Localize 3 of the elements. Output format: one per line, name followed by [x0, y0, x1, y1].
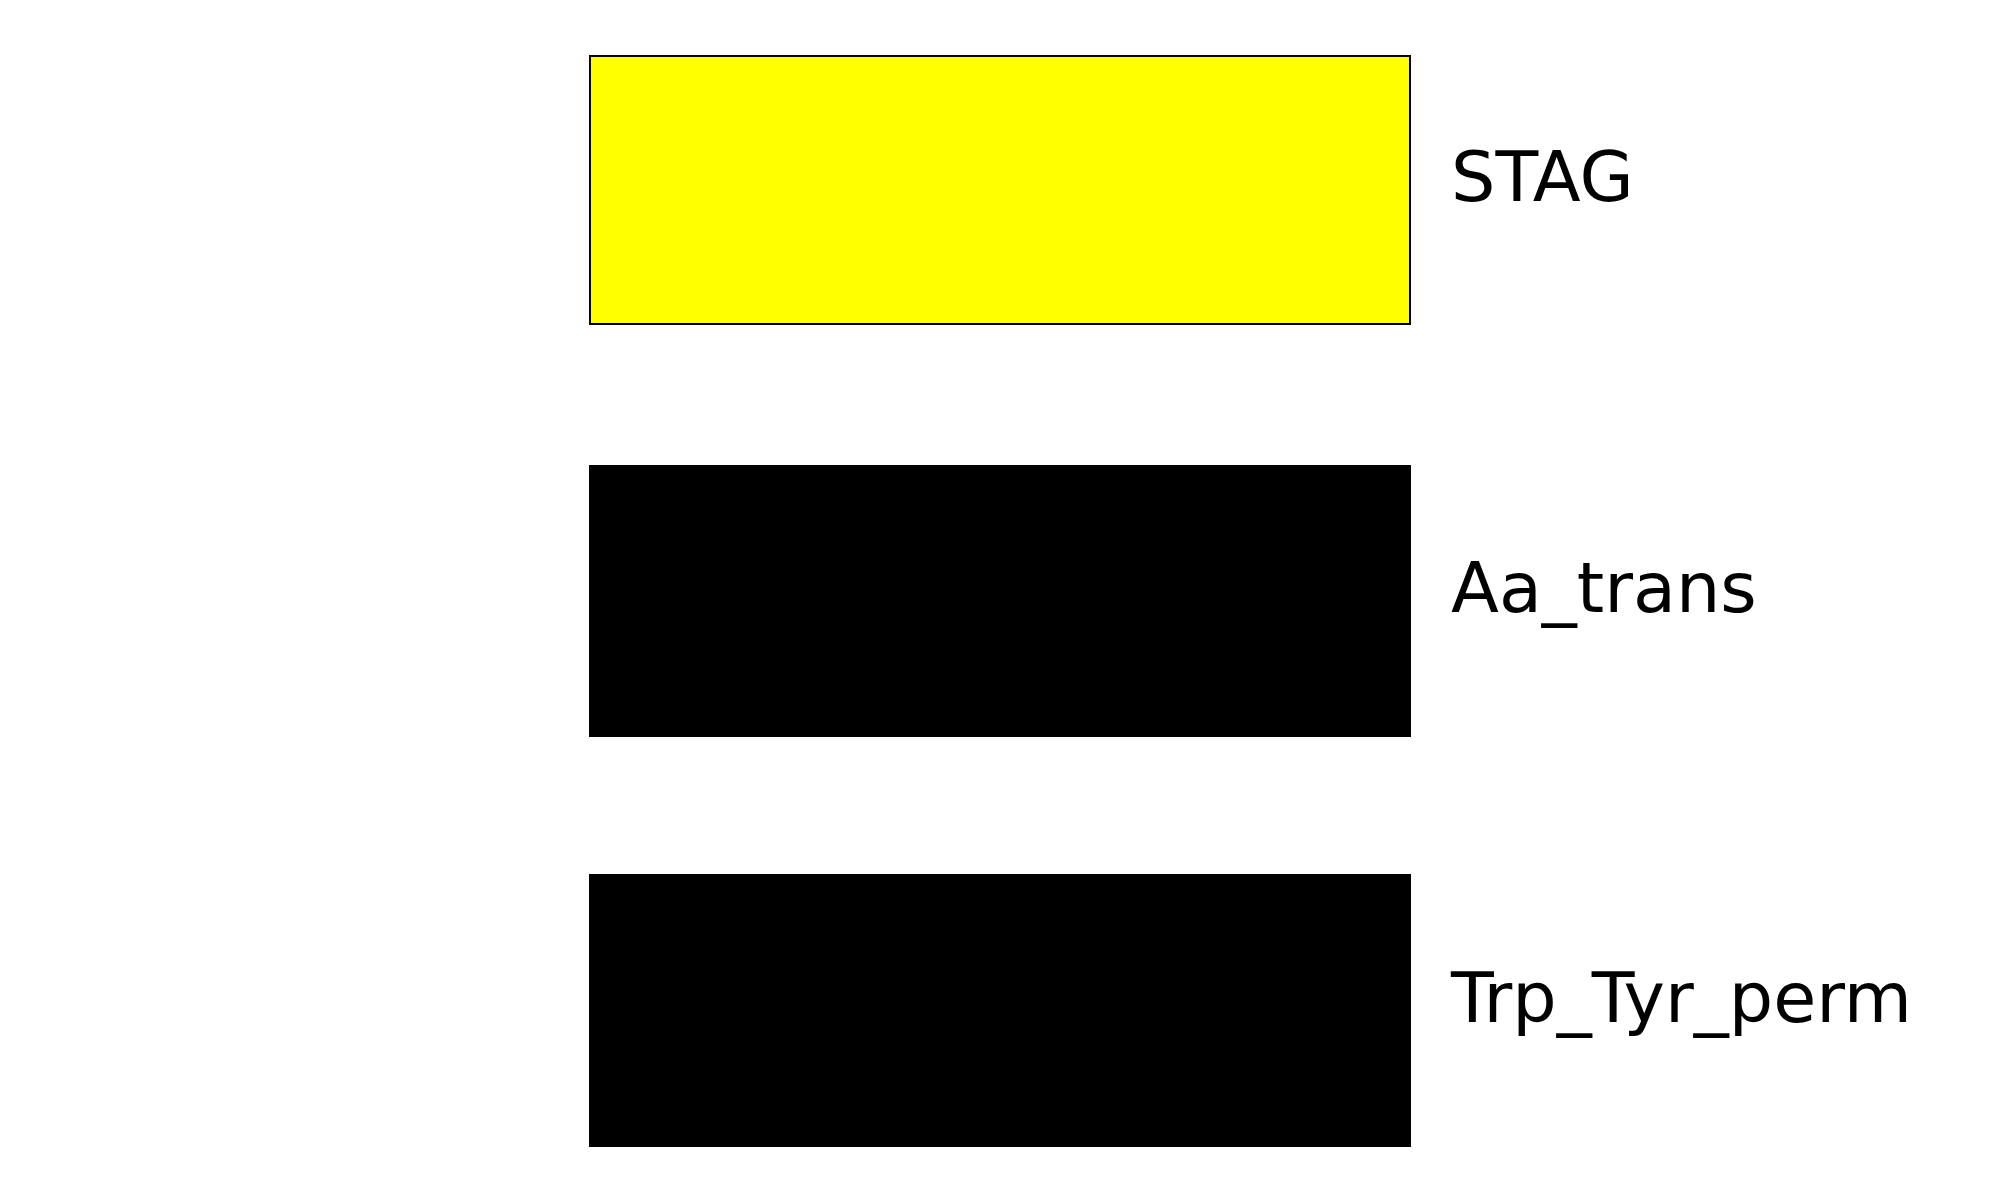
legend-label: Trp_Tyr_perm [1449, 955, 1913, 1041]
legend-label: Aa_trans [1450, 546, 1758, 631]
legend-label: STAG [1450, 135, 1635, 220]
